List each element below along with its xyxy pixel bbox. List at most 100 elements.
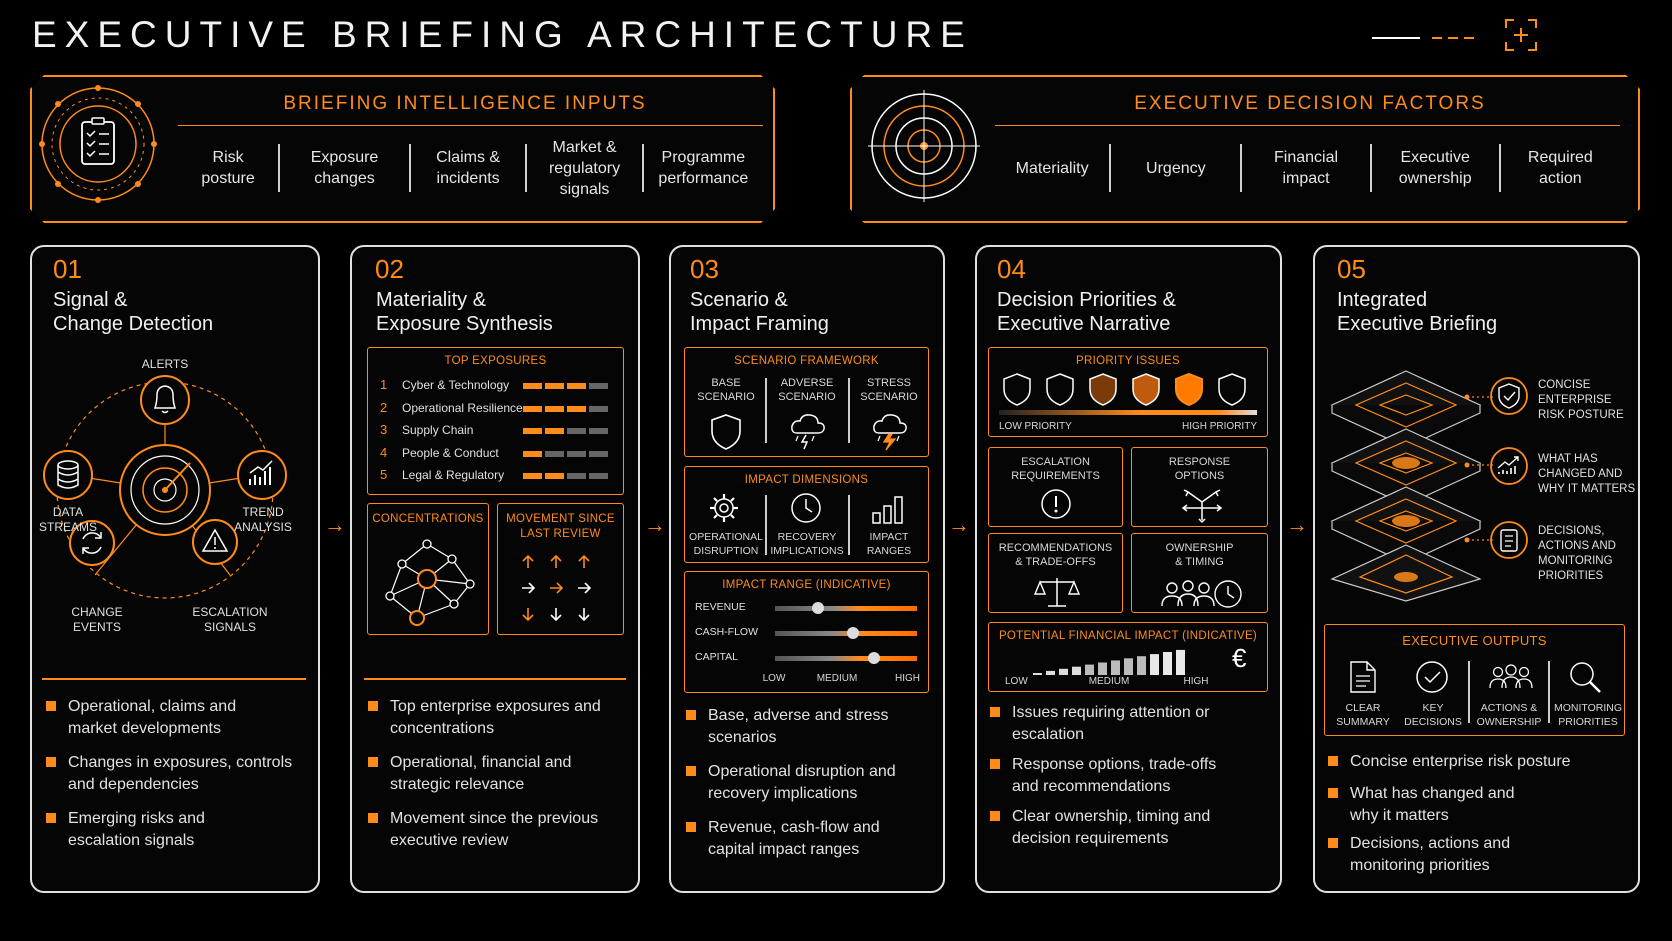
- exposure-level-segment: [523, 450, 542, 457]
- bullet: Decisions, actions and monitoring priori…: [1326, 833, 1626, 877]
- bullet: What has changed and why it matters: [1326, 783, 1626, 827]
- dim-operational: OPERATIONAL DISRUPTION: [689, 531, 763, 557]
- layer-risk-posture: CONCISE ENTERPRISE RISK POSTURE: [1538, 379, 1624, 421]
- exposure-level-segment: [523, 405, 542, 412]
- bullet: Operational disruption and recovery impl…: [684, 761, 944, 805]
- exposure-level-segment: [523, 428, 542, 434]
- exposure-level-segment: [589, 428, 608, 434]
- exposure-rank: 5: [380, 467, 388, 482]
- step-01-bullets: Operational, claims and market developme…: [44, 696, 309, 852]
- priority-heading: PRIORITY ISSUES: [1076, 355, 1180, 367]
- executive-outputs-box: EXECUTIVE OUTPUTS CLEAR SUMMARY KEY DECI…: [1324, 624, 1625, 736]
- inputs-heading: BRIEFING INTELLIGENCE INPUTS: [283, 93, 647, 114]
- bullet: Top enterprise exposures and concentrati…: [366, 696, 631, 740]
- bullet: Response options, trade-offs and recomme…: [988, 754, 1278, 798]
- scenario-base: BASE SCENARIO: [697, 377, 755, 403]
- network-icon: [385, 539, 475, 626]
- euro-icon: €: [1232, 643, 1247, 673]
- severe-storm-icon: [873, 414, 907, 451]
- step-card-04: [975, 245, 1282, 893]
- expand-icon[interactable]: [1504, 18, 1538, 52]
- factors-panel: [850, 75, 1640, 223]
- fin-medium: MEDIUM: [1088, 676, 1130, 687]
- impact-range-label: CASH-FLOW: [695, 626, 758, 638]
- output-monitoring: MONITORING PRIORITIES: [1553, 702, 1623, 728]
- step-number: 03: [690, 254, 719, 284]
- exposure-level-segment: [589, 473, 608, 479]
- movement-arrows-icon: [522, 554, 592, 622]
- impact-range-label: CAPITAL: [695, 651, 738, 663]
- exposure-level-segment: [567, 428, 586, 434]
- movement-box: MOVEMENT SINCE LAST REVIEW: [497, 503, 624, 635]
- database-icon: [43, 450, 93, 500]
- priority-low-label: LOW PRIORITY: [999, 421, 1072, 432]
- exposure-level-segment: [567, 405, 586, 412]
- priority-gradient-bar: [999, 410, 1257, 415]
- input-risk-posture: Risk posture: [201, 149, 255, 187]
- alert-circle-icon: [1041, 489, 1071, 519]
- dim-ranges: IMPACT RANGES: [866, 531, 912, 557]
- node-escalation-signals: ESCALATION SIGNALS: [192, 605, 268, 634]
- inputs-items: Risk posture Exposure changes Claims & i…: [178, 136, 763, 200]
- bullet: Concise enterprise risk posture: [1326, 751, 1626, 773]
- step-number: 04: [997, 254, 1026, 284]
- financial-bar: [1163, 652, 1172, 675]
- scales-icon: [1033, 578, 1081, 607]
- bullet: Issues requiring attention or escalation: [988, 702, 1278, 746]
- financial-bar: [1046, 670, 1055, 675]
- impact-range-track: [775, 631, 917, 636]
- factor-financial-impact: Financial impact: [1273, 149, 1339, 187]
- bullet: Clear ownership, timing and decision req…: [988, 806, 1278, 850]
- exposure-level-segment: [523, 473, 542, 479]
- factor-materiality: Materiality: [1015, 159, 1089, 177]
- impact-range-row: CASH-FLOW: [695, 623, 923, 643]
- financial-bar: [1059, 668, 1068, 675]
- gear-icon: [710, 494, 738, 522]
- flow-arrow-icon: →: [644, 512, 666, 537]
- fin-low: LOW: [1005, 676, 1028, 687]
- inputs-rule: [178, 125, 763, 126]
- cell-response: RESPONSE OPTIONS: [1168, 456, 1231, 482]
- bullet: Operational, claims and market developme…: [44, 696, 309, 740]
- range-low: LOW: [762, 673, 786, 684]
- scenario-adverse: ADVERSE SCENARIO: [778, 377, 836, 403]
- bullet: Base, adverse and stress scenarios: [684, 705, 944, 749]
- branch-arrows-icon: [1181, 489, 1223, 524]
- impact-range-row: CAPITAL: [695, 648, 923, 668]
- step-card-03: [669, 245, 945, 893]
- financial-bar: [1033, 673, 1042, 675]
- dims-heading: IMPACT DIMENSIONS: [744, 474, 869, 486]
- exposure-level-segment: [545, 450, 564, 457]
- step-title: Integrated Executive Briefing: [1337, 289, 1498, 335]
- movement-heading: MOVEMENT SINCE LAST REVIEW: [506, 513, 615, 540]
- output-actions: ACTIONS & OWNERSHIP: [1476, 702, 1542, 728]
- step-02-bullets: Top enterprise exposures and concentrati…: [366, 696, 631, 852]
- escalation-box: ESCALATION REQUIREMENTS: [988, 447, 1123, 527]
- refresh-icon: [69, 520, 115, 566]
- input-exposure-changes: Exposure changes: [310, 149, 379, 187]
- exposure-level-segment: [523, 383, 542, 389]
- storm-cloud-icon: [791, 414, 825, 450]
- step-number: 02: [375, 254, 404, 284]
- input-claims-incidents: Claims & incidents: [436, 149, 501, 187]
- impact-range-row: REVENUE: [695, 598, 923, 618]
- factors-items: Materiality Urgency Financial impact Exe…: [995, 136, 1620, 200]
- node-trend-analysis: TREND ANALYSIS: [234, 505, 292, 534]
- impact-range-marker: [811, 602, 824, 614]
- signal-network-diagram: [43, 375, 287, 599]
- financial-bar: [1150, 654, 1159, 675]
- cell-ownership: OWNERSHIP & TIMING: [1165, 542, 1234, 568]
- checklist-target-icon: [39, 85, 157, 203]
- scenario-framework-box: SCENARIO FRAMEWORK BASE SCENARIO ADVERSE…: [684, 347, 929, 457]
- exposure-level-segment: [545, 383, 564, 389]
- exposure-level-segment: [567, 383, 586, 389]
- impact-range-marker: [868, 652, 881, 664]
- concentrations-box: CONCENTRATIONS: [367, 503, 489, 635]
- stacked-layers-icon: [1330, 370, 1482, 602]
- magnifier-icon: [1570, 662, 1601, 693]
